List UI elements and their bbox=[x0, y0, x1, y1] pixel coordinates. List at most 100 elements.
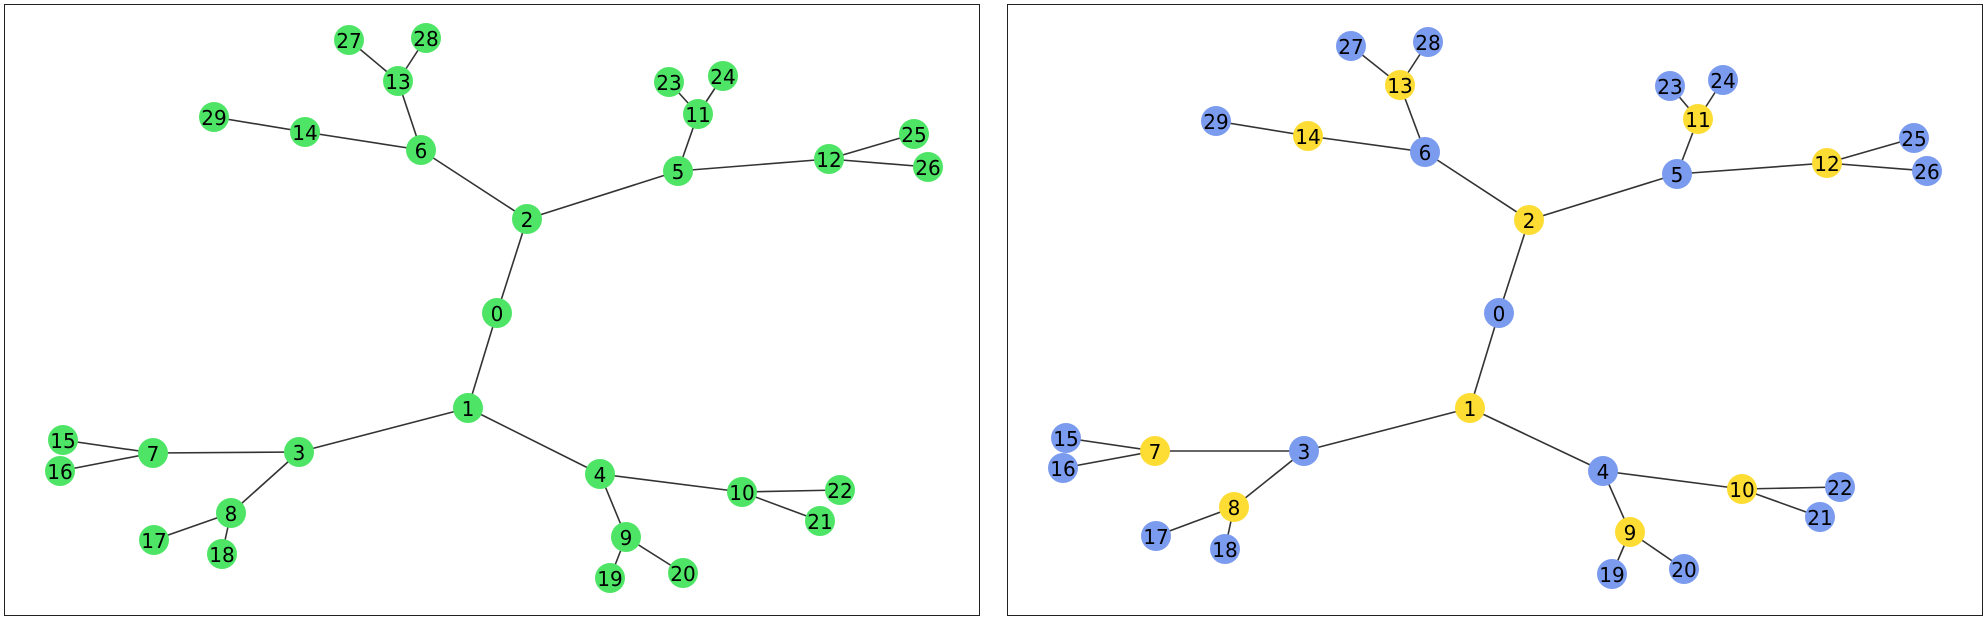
node-label-11: 11 bbox=[685, 103, 710, 127]
node-label-25: 25 bbox=[901, 123, 926, 147]
node-label-27: 27 bbox=[1338, 35, 1363, 59]
node-10: 10 bbox=[727, 477, 757, 507]
node-label-1: 1 bbox=[462, 397, 475, 421]
node-label-7: 7 bbox=[1149, 440, 1162, 464]
edge-6-14 bbox=[1307, 135, 1426, 153]
edge-2-5 bbox=[526, 170, 679, 220]
node-label-14: 14 bbox=[1295, 125, 1320, 149]
node-12: 12 bbox=[814, 144, 844, 174]
node-22: 22 bbox=[1825, 472, 1855, 502]
node-3: 3 bbox=[1289, 436, 1319, 466]
node-13: 13 bbox=[383, 66, 413, 96]
edge-7-16 bbox=[59, 452, 154, 472]
node-circle-24 bbox=[1708, 65, 1738, 95]
node-28: 28 bbox=[1413, 27, 1443, 57]
node-label-13: 13 bbox=[385, 70, 410, 94]
edge-0-2 bbox=[1498, 219, 1530, 314]
node-circle-26 bbox=[913, 152, 943, 182]
edge-4-10 bbox=[599, 473, 743, 493]
edge-14-29 bbox=[1215, 120, 1309, 137]
node-label-17: 17 bbox=[1143, 525, 1168, 549]
node-circle-27 bbox=[1336, 31, 1366, 61]
edge-10-22 bbox=[1741, 486, 1841, 490]
node-circle-29 bbox=[199, 102, 229, 132]
node-label-12: 12 bbox=[816, 148, 841, 172]
node-label-13: 13 bbox=[1387, 74, 1412, 98]
node-5: 5 bbox=[1662, 159, 1692, 189]
node-circle-9 bbox=[1615, 517, 1645, 547]
node-circle-21 bbox=[805, 506, 835, 536]
node-label-21: 21 bbox=[1807, 506, 1832, 530]
node-label-6: 6 bbox=[1419, 141, 1432, 165]
node-label-15: 15 bbox=[50, 429, 75, 453]
node-4: 4 bbox=[1588, 456, 1618, 486]
node-circle-11 bbox=[683, 99, 713, 129]
node-label-28: 28 bbox=[413, 27, 438, 51]
edge-3-7 bbox=[152, 451, 300, 454]
node-circle-14 bbox=[290, 117, 320, 147]
node-label-3: 3 bbox=[293, 441, 306, 465]
node-18: 18 bbox=[1210, 534, 1240, 564]
node-label-4: 4 bbox=[594, 463, 607, 487]
node-label-22: 22 bbox=[827, 479, 852, 503]
node-circle-1 bbox=[1455, 393, 1485, 423]
node-label-27: 27 bbox=[336, 29, 361, 53]
node-22: 22 bbox=[825, 475, 855, 505]
node-circle-28 bbox=[411, 23, 441, 53]
node-label-21: 21 bbox=[807, 510, 832, 534]
node-8: 8 bbox=[216, 498, 246, 528]
node-0: 0 bbox=[1484, 298, 1514, 328]
node-5: 5 bbox=[663, 156, 693, 186]
node-16: 16 bbox=[1048, 453, 1078, 483]
edge-5-12 bbox=[677, 158, 830, 172]
node-19: 19 bbox=[595, 563, 625, 593]
node-label-14: 14 bbox=[292, 121, 317, 145]
node-label-15: 15 bbox=[1053, 427, 1078, 451]
node-circle-17 bbox=[1141, 521, 1171, 551]
node-circle-0 bbox=[1484, 298, 1514, 328]
node-circle-13 bbox=[1385, 70, 1415, 100]
node-label-2: 2 bbox=[1523, 209, 1536, 233]
node-25: 25 bbox=[1899, 123, 1929, 153]
node-6: 6 bbox=[406, 135, 436, 165]
node-circle-21 bbox=[1805, 502, 1835, 532]
node-label-16: 16 bbox=[1050, 457, 1075, 481]
node-circle-22 bbox=[825, 475, 855, 505]
node-circle-24 bbox=[708, 61, 738, 91]
node-label-10: 10 bbox=[1729, 478, 1754, 502]
node-15: 15 bbox=[48, 425, 78, 455]
node-label-19: 19 bbox=[597, 567, 622, 591]
node-circle-6 bbox=[1410, 137, 1440, 167]
node-label-12: 12 bbox=[1814, 152, 1839, 176]
node-21: 21 bbox=[1805, 502, 1835, 532]
node-label-26: 26 bbox=[1914, 160, 1939, 184]
node-label-28: 28 bbox=[1415, 31, 1440, 55]
node-label-20: 20 bbox=[1671, 558, 1696, 582]
node-label-29: 29 bbox=[1203, 110, 1228, 134]
node-label-10: 10 bbox=[729, 481, 754, 505]
edge-2-5 bbox=[1528, 173, 1678, 221]
node-11: 11 bbox=[1683, 104, 1713, 134]
node-label-22: 22 bbox=[1827, 476, 1852, 500]
node-label-7: 7 bbox=[147, 442, 160, 466]
node-label-25: 25 bbox=[1901, 127, 1926, 151]
edge-0-2 bbox=[496, 218, 528, 314]
node-29: 29 bbox=[199, 102, 229, 132]
edge-12-26 bbox=[1826, 162, 1928, 172]
node-10: 10 bbox=[1727, 474, 1757, 504]
node-label-26: 26 bbox=[915, 156, 940, 180]
node-2: 2 bbox=[1514, 205, 1544, 235]
edge-3-8 bbox=[230, 451, 300, 514]
edge-0-1 bbox=[467, 312, 498, 409]
node-3: 3 bbox=[284, 437, 314, 467]
node-label-0: 0 bbox=[491, 302, 504, 326]
node-label-20: 20 bbox=[670, 562, 695, 586]
node-label-18: 18 bbox=[209, 543, 234, 567]
node-circle-1 bbox=[453, 393, 483, 423]
node-circle-5 bbox=[1662, 159, 1692, 189]
node-label-8: 8 bbox=[1228, 496, 1241, 520]
node-label-6: 6 bbox=[415, 139, 428, 163]
